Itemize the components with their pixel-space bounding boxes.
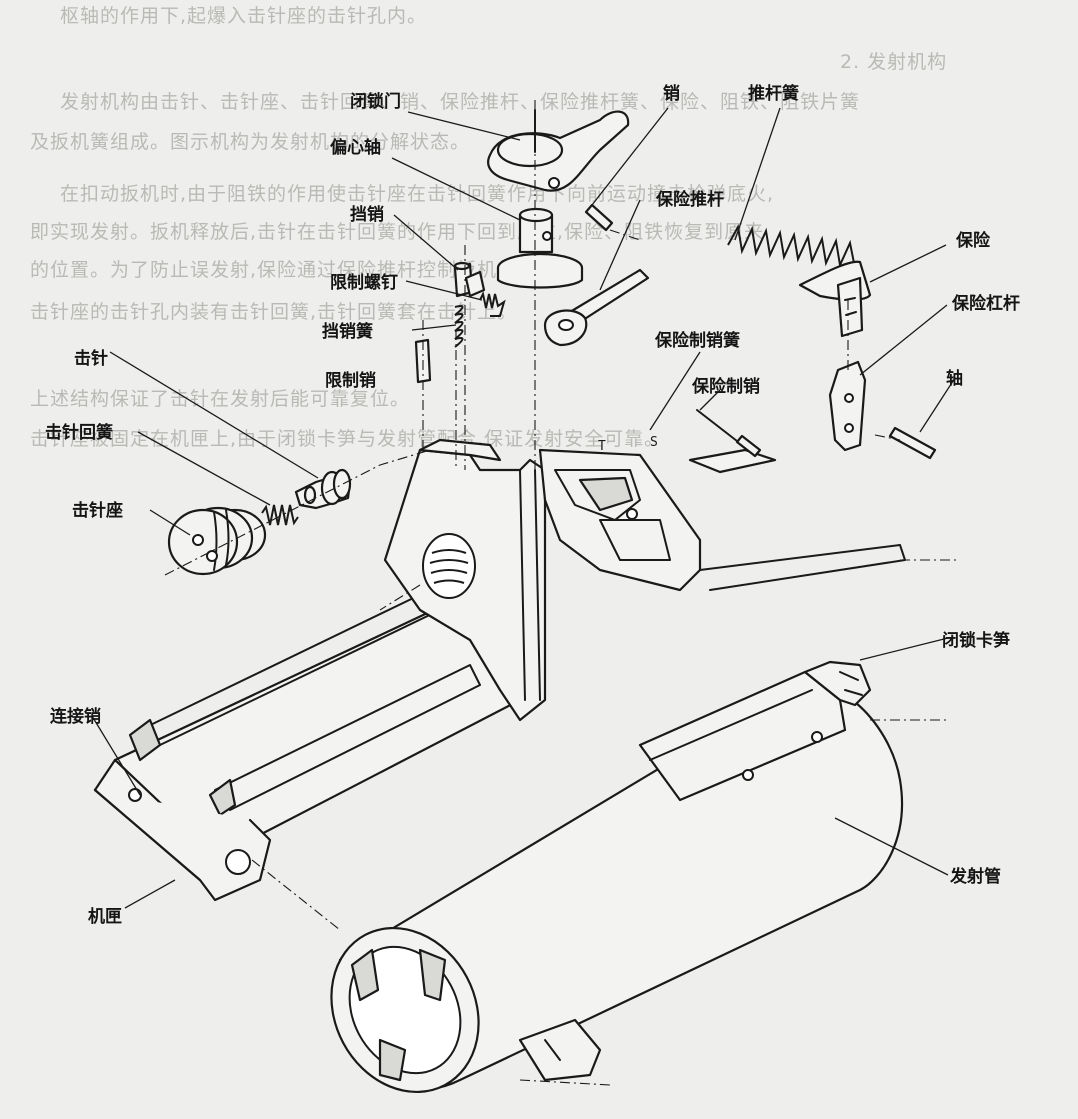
label-locking-latch: 闭锁卡笋	[942, 630, 1010, 651]
stop-pin	[453, 261, 486, 298]
receiver-part: T S	[93, 435, 906, 902]
push-rod-spring	[727, 224, 855, 269]
label-push-rod-spring: 推杆簧	[748, 83, 799, 104]
connecting-pin-hole	[225, 849, 251, 875]
bleed-line-9: 上述结构保证了击针在发射后能可靠复位。	[30, 388, 410, 410]
upper-parts	[414, 109, 937, 474]
leader-lines	[91, 107, 956, 909]
firing-pin-return-spring	[261, 504, 299, 526]
part-labels: 闭锁门 销 偏心轴 推杆簧 挡销 保险推杆 保险 限制螺钉 保险杠杆 挡销簧 保…	[45, 83, 1020, 927]
label-locking-door: 闭锁门	[350, 91, 401, 112]
label-firing-pin-seat: 击针座	[72, 500, 123, 521]
label-firing-pin-return-spring: 击针回簧	[45, 422, 113, 443]
bleed-line-4: 及扳机簧组成。图示机构为发射机构的分解状态。	[30, 131, 470, 153]
eccentric-shaft	[496, 207, 584, 289]
bleed-line-7: 的位置。为了防止误发射,保险通过保险推杆控制扳机的运动。	[30, 259, 577, 281]
locking-door	[487, 109, 630, 192]
bleed-line-10: 击针座被固定在机匣上,由于闭锁卡笋与发射管配合,保证发射安全可靠。	[30, 428, 664, 450]
firing-pin-seat	[167, 506, 267, 576]
bleed-line-3: 发射机构由击针、击针座、击针回簧、销、保险推杆、保险推杆簧、保险、阻铁、阻铁片簧	[60, 91, 860, 113]
bleed-line-6: 即实现发射。扳机释放后,击针在击针回簧的作用下回到原位,保险、阻铁恢复到原来	[30, 221, 764, 243]
housing-mark: T	[598, 439, 606, 454]
label-limit-pin: 限制销	[325, 370, 376, 391]
label-safety: 保险	[955, 230, 991, 251]
label-launch-tube: 发射管	[949, 866, 1001, 887]
label-safety-detent-spring: 保险制销簧	[654, 330, 740, 351]
safety-part	[798, 260, 872, 338]
limit-screw	[479, 291, 506, 317]
assembly-axes	[164, 100, 960, 1086]
safety-lever	[828, 360, 867, 452]
firing-pin	[294, 468, 352, 510]
label-safety-push-rod: 保险推杆	[655, 189, 724, 210]
stop-pin-spring	[454, 305, 464, 348]
bleed-line-2: 2. 发射机构	[840, 51, 947, 73]
bleed-line-5: 在扣动扳机时,由于阻铁的作用使击针座在击针回簧作用下向前运动撞击枪弹底火,	[60, 183, 774, 205]
label-eccentric-shaft: 偏心轴	[330, 137, 381, 158]
safety-detent	[688, 409, 777, 474]
label-firing-pin: 击针	[74, 348, 108, 369]
bleed-line-1: 枢轴的作用下,起爆入击针座的击针孔内。	[60, 5, 427, 27]
bleed-line-8: 击针座的击针孔内装有击针回簧,击针回簧套在击针上。	[30, 301, 517, 323]
pin-part	[584, 203, 614, 232]
axle-part	[888, 426, 937, 460]
label-safety-detent-pin: 保险制销	[691, 376, 760, 397]
safety-push-rod	[543, 268, 650, 347]
bleed-through-text: 枢轴的作用下,起爆入击针座的击针孔内。 2. 发射机构 发射机构由击针、击针座、…	[30, 5, 947, 450]
firing-pin-assembly	[167, 468, 352, 576]
label-stop-pin-spring: 挡销簧	[322, 321, 373, 342]
label-connecting-pin: 连接销	[50, 706, 101, 727]
label-pin: 销	[663, 83, 680, 104]
label-receiver: 机匣	[88, 906, 122, 927]
label-safety-lever: 保险杠杆	[951, 293, 1020, 314]
housing-mark-s: S	[650, 435, 658, 450]
launch-tube-part	[330, 660, 903, 1094]
label-limit-screw: 限制螺钉	[330, 272, 398, 293]
label-stop-pin: 挡销	[350, 204, 384, 225]
label-axle: 轴	[946, 368, 963, 389]
